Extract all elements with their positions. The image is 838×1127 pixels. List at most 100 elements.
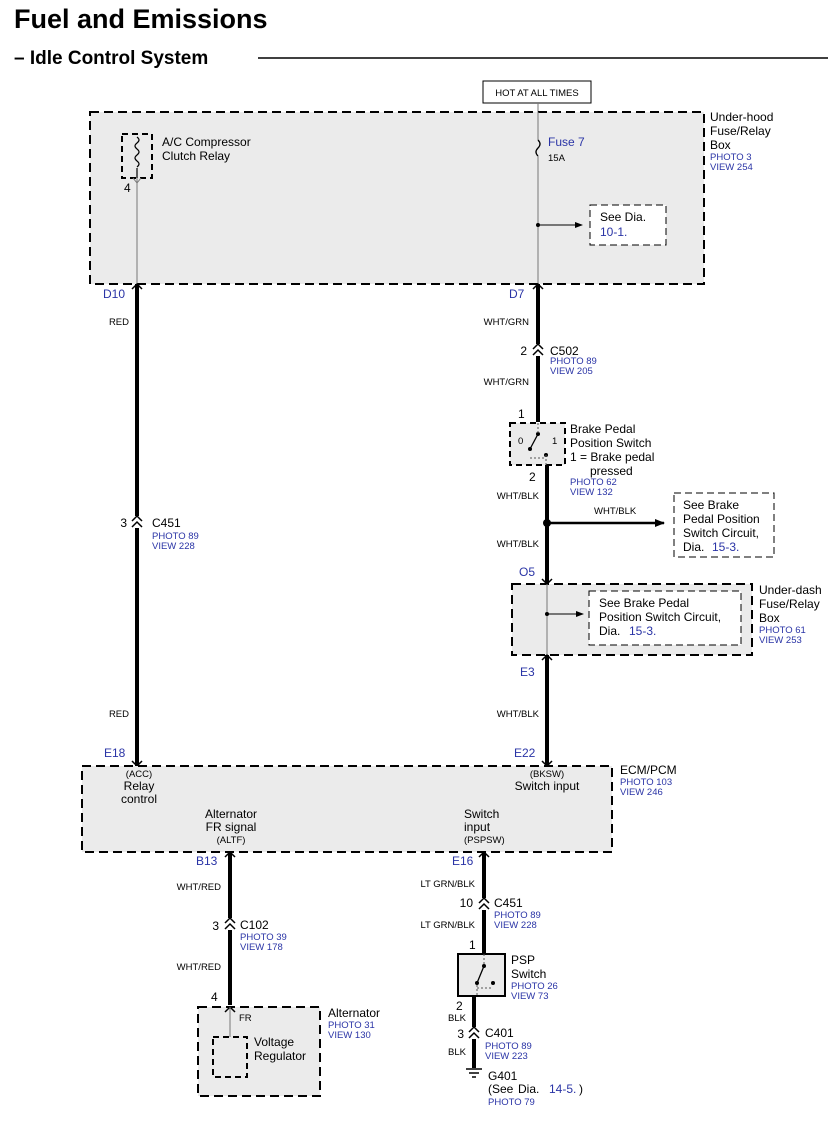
alternator-box [197, 1006, 321, 1097]
ground-dia-ref-14-5[interactable]: 14-5. [549, 1082, 576, 1096]
ecm-altf-label-2: FR signal [206, 820, 257, 834]
psp-switch-contact-side [491, 981, 495, 985]
underdash-see-line-1: See Brake Pedal [599, 596, 689, 610]
see-dia-label: See Dia. [600, 210, 646, 224]
hot-at-all-times-label: HOT AT ALL TIMES [495, 88, 578, 99]
c502-photo: PHOTO 89 [550, 356, 597, 367]
terminal-b13: B13 [196, 854, 218, 868]
underhood-box-name-3: Box [710, 138, 731, 152]
psp-switch-blade-icon [476, 965, 485, 984]
brake-switch-name-3: 1 = Brake pedal [570, 450, 654, 464]
wire-wht-red-top: WHT/RED [177, 882, 221, 893]
c451-left-name: C451 [152, 516, 181, 530]
ground-g401-photo: PHOTO 79 [488, 1097, 535, 1108]
voltage-regulator-name-2: Regulator [254, 1049, 306, 1063]
wire-lt-grn-blk-top: LT GRN/BLK [420, 879, 475, 890]
ecm-bksw-label: Switch input [515, 779, 580, 793]
see-brake-line-1: See Brake [683, 498, 739, 512]
alternator-view: VIEW 130 [328, 1030, 371, 1041]
relay-terminal-chevron [132, 177, 142, 184]
underdash-box-name-3: Box [759, 611, 780, 625]
voltage-regulator-name-1: Voltage [254, 1035, 294, 1049]
underhood-box-photo: PHOTO 3 [710, 152, 752, 163]
underdash-see-dia: Dia. [599, 624, 620, 638]
see-dia-ref-10-1[interactable]: 10-1. [600, 225, 627, 239]
fuse-7-rating: 15A [548, 153, 566, 164]
wire-blk-1: BLK [448, 1013, 467, 1024]
wire-wht-blk-below-switch: WHT/BLK [497, 491, 540, 502]
fuse-7-label: Fuse 7 [548, 135, 585, 149]
underdash-box-photo: PHOTO 61 [759, 625, 806, 636]
terminal-e22: E22 [514, 746, 536, 760]
ground-dia: Dia. [518, 1082, 539, 1096]
psp-switch-box [457, 953, 506, 997]
underdash-see-ref-15-3[interactable]: 15-3. [629, 624, 656, 638]
c451-left-view: VIEW 228 [152, 541, 195, 552]
alternator-name: Alternator [328, 1006, 380, 1020]
c451-psp-connector-icon [478, 896, 490, 910]
ecm-bksw-code: (BKSW) [530, 769, 564, 780]
c401-connector-icon [468, 1025, 480, 1039]
brake-switch-name-4: pressed [590, 464, 633, 478]
brake-switch-name-1: Brake Pedal [570, 422, 635, 436]
wire-wht-grn-top: WHT/GRN [484, 317, 530, 328]
brake-switch-internal [530, 423, 547, 465]
c401-view: VIEW 223 [485, 1051, 528, 1062]
section-subtitle: – Idle Control System [14, 48, 208, 69]
wire-lt-grn-blk-mid: LT GRN/BLK [420, 920, 475, 931]
alternator-photo: PHOTO 31 [328, 1020, 375, 1031]
terminal-d7: D7 [509, 287, 525, 301]
wire-wht-red-bottom: WHT/RED [177, 962, 221, 973]
c451-left-pin: 3 [120, 516, 127, 530]
relay-coil-icon [134, 136, 140, 168]
relay-name-1: A/C Compressor [162, 135, 251, 149]
c451-left-photo: PHOTO 89 [152, 531, 199, 542]
ground-g401-name: G401 [488, 1069, 518, 1083]
c451-psp-view: VIEW 228 [494, 920, 537, 931]
c102-pin: 3 [212, 919, 219, 933]
alternator-pin-4: 4 [211, 990, 218, 1004]
c451-psp-pin: 10 [460, 896, 474, 910]
wire-wht-blk-bottom: WHT/BLK [497, 709, 540, 720]
psp-switch-internal [476, 954, 493, 996]
wire-wht-blk-above-o5: WHT/BLK [497, 539, 540, 550]
page-title: Fuel and Emissions [14, 4, 268, 34]
brake-switch-view: VIEW 132 [570, 487, 613, 498]
terminal-e18: E18 [104, 746, 126, 760]
wire-wht-blk-branch: WHT/BLK [594, 506, 637, 517]
ecm-pcm-box [81, 765, 613, 853]
c502-pin: 2 [520, 344, 527, 358]
underdash-box-name-2: Fuse/Relay [759, 597, 820, 611]
c102-view: VIEW 178 [240, 942, 283, 953]
psp-switch-pin-1: 1 [469, 938, 476, 952]
psp-switch-view: VIEW 73 [511, 991, 549, 1002]
underhood-box-name-1: Under-hood [710, 110, 773, 124]
ecm-acc-label-2: control [121, 792, 157, 806]
underdash-see-box [588, 590, 742, 646]
ecm-acc-label-1: Relay [124, 779, 155, 793]
see-brake-ref-15-3[interactable]: 15-3. [712, 540, 739, 554]
brake-switch-name-2: Position Switch [570, 436, 651, 450]
underdash-box-name-1: Under-dash [759, 583, 822, 597]
terminal-o5: O5 [519, 565, 535, 579]
brake-switch-blade-icon [529, 433, 539, 450]
brake-switch-pin-2: 2 [529, 470, 536, 484]
alternator-fr-label: FR [239, 1013, 252, 1024]
brake-pedal-position-switch [509, 422, 566, 466]
underdash-see-line-2: Position Switch Circuit, [599, 610, 721, 624]
see-brake-dia: Dia. [683, 540, 704, 554]
ecm-acc-code: (ACC) [126, 769, 152, 780]
see-brake-line-3: Switch Circuit, [683, 526, 759, 540]
brake-switch-pin-1: 1 [518, 407, 525, 421]
c401-pin: 3 [457, 1027, 464, 1041]
wire-wht-grn-mid: WHT/GRN [484, 377, 530, 388]
voltage-regulator-box [212, 1036, 248, 1078]
c502-name: C502 [550, 344, 579, 358]
brake-switch-pos-1: 1 [552, 436, 557, 447]
relay-pin-4: 4 [124, 181, 131, 195]
c451-psp-photo: PHOTO 89 [494, 910, 541, 921]
brake-switch-photo: PHOTO 62 [570, 477, 617, 488]
ecm-pcm-view: VIEW 246 [620, 787, 663, 798]
ecm-pspsw-label-2: input [464, 820, 491, 834]
